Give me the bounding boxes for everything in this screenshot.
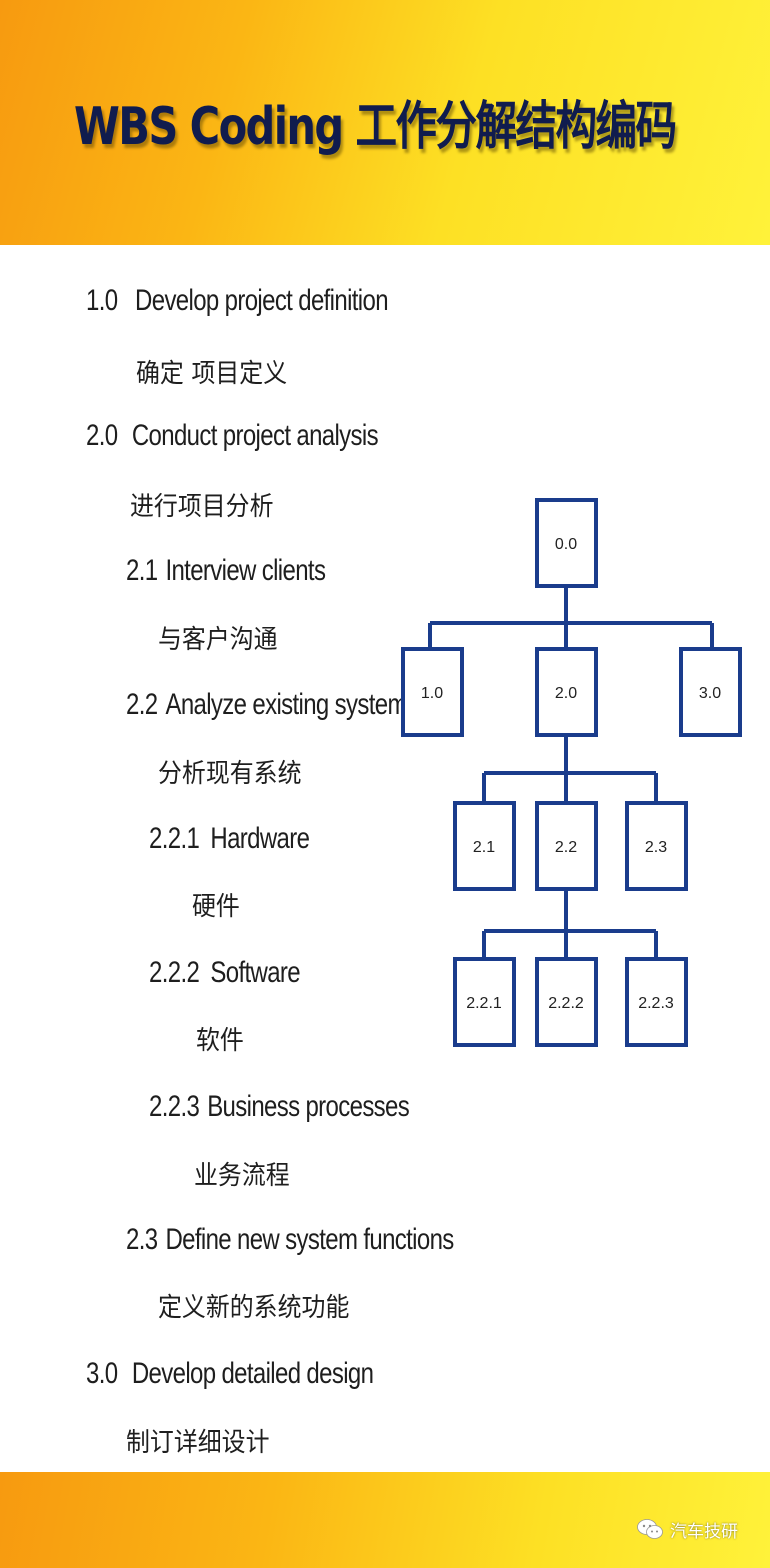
outline-number: 2.2.2 [149, 956, 200, 989]
outline-item-2-0-zh: 进行项目分析 [130, 492, 274, 522]
tree-box-2-2-1 [453, 957, 516, 1047]
outline-item-2-0: 2.0 Conduct project analysis [86, 419, 379, 452]
tree-box-2-2-2 [535, 957, 598, 1047]
tree-box-0-0 [535, 498, 598, 588]
tree-box-2-1 [453, 801, 516, 891]
outline-item-2-1-zh: 与客户沟通 [158, 625, 278, 655]
tree-box-label: 2.2 [555, 839, 577, 856]
outline-item-2-2-2: 2.2.2 Software [149, 956, 301, 989]
outline-item-2-2-3-zh: 业务流程 [194, 1161, 290, 1191]
tree-box-label: 2.2.1 [466, 995, 502, 1012]
tree-box-1-0 [401, 647, 464, 737]
outline-item-3-0-zh: 制订详细设计 [126, 1428, 270, 1458]
tree-box-label: 3.0 [699, 685, 721, 702]
outline-number: 2.0 [86, 419, 118, 452]
outline-label: Interview clients [165, 554, 326, 587]
tree-box-2-0 [535, 647, 598, 737]
outline-item-2-2-2-zh: 软件 [196, 1026, 244, 1056]
tree-box-2-3 [625, 801, 688, 891]
outline-number: 1.0 [86, 284, 118, 317]
tree-box-label: 2.0 [555, 685, 577, 702]
tree-box-2-2 [535, 801, 598, 891]
outline-number: 2.3 [126, 1223, 158, 1256]
watermark: 汽车技研 [636, 1516, 738, 1542]
page-title: WBS Coding 工作分解结构编码 [74, 97, 677, 157]
outline-number: 2.2.1 [149, 822, 200, 855]
outline-number: 2.1 [126, 554, 158, 587]
tree-connectors [428, 586, 714, 959]
wechat-icon [637, 1519, 663, 1539]
title-band: WBS Coding 工作分解结构编码 [0, 0, 770, 245]
tree-box-label: 0.0 [555, 536, 577, 553]
outline-item-2-3-zh: 定义新的系统功能 [158, 1293, 350, 1323]
outline-item-1-0-zh: 确定 项目定义 [136, 359, 288, 389]
outline-label: Develop project definition [135, 284, 389, 317]
tree-box-label: 1.0 [421, 685, 443, 702]
outline-label: Hardware [210, 822, 310, 855]
tree-box-3-0 [679, 647, 742, 737]
watermark-text: 汽车技研 [670, 1521, 738, 1542]
outline-number: 2.2.3 [149, 1090, 200, 1123]
outline-item-2-2-1: 2.2.1 Hardware [149, 822, 310, 855]
outline-label: Develop detailed design [131, 1357, 374, 1390]
outline-label: Define new system functions [165, 1223, 454, 1256]
outline-label: Software [210, 956, 300, 989]
footer-band [0, 1472, 770, 1568]
tree-box-label: 2.3 [645, 839, 667, 856]
tree-box-label: 2.1 [473, 839, 495, 856]
outline-label: Analyze existing systems [165, 688, 419, 721]
tree-box-label: 2.2.3 [638, 995, 674, 1012]
outline-item-2-2-zh: 分析现有系统 [158, 759, 302, 789]
outline-label: Conduct project analysis [131, 419, 379, 452]
outline-item-3-0: 3.0 Develop detailed design [86, 1357, 374, 1390]
tree-box-2-2-3 [625, 957, 688, 1047]
outline-number: 3.0 [86, 1357, 118, 1390]
outline-item-2-2-1-zh: 硬件 [192, 892, 240, 922]
tree-box-label: 2.2.2 [548, 995, 584, 1012]
outline-number: 2.2 [126, 688, 158, 721]
outline-label: Business processes [207, 1090, 410, 1123]
outline-item-1-0: 1.0 Develop project definition [86, 284, 389, 317]
